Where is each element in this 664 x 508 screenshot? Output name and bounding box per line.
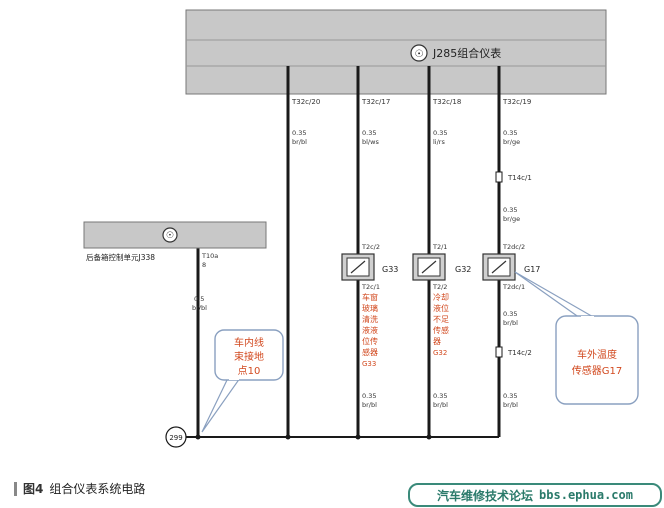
svg-text:br/ge: br/ge xyxy=(503,215,520,223)
watermark-site: bbs.ephua.com xyxy=(539,488,633,502)
svg-text:T2c/2: T2c/2 xyxy=(361,243,380,251)
connector-t14c2 xyxy=(495,346,503,358)
svg-text:G33: G33 xyxy=(362,360,376,368)
svg-text:玻璃: 玻璃 xyxy=(362,303,378,313)
svg-text:T14c/2: T14c/2 xyxy=(507,349,532,357)
pin-label: T32c/18 xyxy=(432,98,461,106)
svg-text:清洗: 清洗 xyxy=(362,314,378,324)
svg-text:T10a: T10a xyxy=(201,252,218,260)
svg-text:传感: 传感 xyxy=(433,325,449,335)
svg-text:车窗: 车窗 xyxy=(362,292,378,302)
pin-label: T32c/20 xyxy=(291,98,320,106)
caption-bar xyxy=(14,481,17,496)
ground-callout-pointer xyxy=(201,377,242,433)
cluster-label: J285组合仪表 xyxy=(432,46,501,60)
cluster-panel xyxy=(185,9,607,95)
svg-text:0.35: 0.35 xyxy=(503,392,517,400)
g17-callout-pointer xyxy=(514,271,598,319)
svg-text:li/rs: li/rs xyxy=(433,138,445,146)
svg-text:感器: 感器 xyxy=(362,347,378,357)
svg-text:不足: 不足 xyxy=(433,315,449,324)
figure-title: 组合仪表系统电路 xyxy=(49,482,146,496)
ground-point xyxy=(165,426,187,448)
svg-text:T2c/1: T2c/1 xyxy=(361,283,380,291)
svg-text:br/bl: br/bl xyxy=(362,401,377,409)
svg-text:0.5: 0.5 xyxy=(194,295,204,303)
svg-text:8: 8 xyxy=(202,261,206,269)
svg-text:束接地: 束接地 xyxy=(234,350,264,363)
figure-number: 图4 xyxy=(23,482,44,496)
svg-text:br/bl: br/bl xyxy=(433,401,448,409)
svg-text:T14c/1: T14c/1 xyxy=(507,174,532,182)
svg-text:br/ge: br/ge xyxy=(503,138,520,146)
watermark-text: 汽车维修技术论坛 xyxy=(437,488,534,503)
svg-text:br/bl: br/bl xyxy=(292,138,307,146)
svg-text:T2dc/1: T2dc/1 xyxy=(502,283,525,291)
svg-text:0.35: 0.35 xyxy=(362,392,376,400)
sensor-g17-name: G17 xyxy=(524,265,540,274)
svg-text:0.35: 0.35 xyxy=(503,206,517,214)
ground-callout xyxy=(214,329,284,381)
sensor-g32-name: G32 xyxy=(455,265,471,274)
svg-text:0.35: 0.35 xyxy=(503,129,517,137)
svg-text:液液: 液液 xyxy=(362,325,378,335)
cluster-module-icon xyxy=(410,44,428,62)
svg-text:br/bl: br/bl xyxy=(503,319,518,327)
svg-text:bl/ws: bl/ws xyxy=(362,138,379,146)
svg-text:0.35: 0.35 xyxy=(292,129,306,137)
ecu-label: 后备箱控制单元J338 xyxy=(86,252,155,262)
svg-text:车内线: 车内线 xyxy=(234,336,264,349)
svg-text:☉: ☉ xyxy=(166,231,174,241)
svg-text:冷却: 冷却 xyxy=(433,292,449,302)
ground-point-label: 299 xyxy=(169,434,182,442)
svg-text:0.35: 0.35 xyxy=(503,310,517,318)
svg-text:T2dc/2: T2dc/2 xyxy=(502,243,525,251)
connector-t14c1 xyxy=(495,171,503,183)
svg-text:☉: ☉ xyxy=(415,49,424,60)
sensor-g33-name: G33 xyxy=(382,265,398,274)
svg-text:器: 器 xyxy=(433,337,441,346)
svg-text:点10: 点10 xyxy=(238,365,261,377)
svg-text:T2/1: T2/1 xyxy=(432,243,447,251)
svg-text:传感器G17: 传感器G17 xyxy=(572,364,622,377)
pin-label: T32c/19 xyxy=(502,98,531,106)
svg-text:位传: 位传 xyxy=(362,336,378,346)
ecu-module-icon xyxy=(162,227,178,243)
svg-text:br/bl: br/bl xyxy=(192,304,207,312)
svg-text:车外温度: 车外温度 xyxy=(577,348,617,361)
svg-text:0.35: 0.35 xyxy=(433,392,447,400)
figure-caption: 图4 组合仪表系统电路 xyxy=(14,480,145,497)
svg-text:液位: 液位 xyxy=(433,303,449,313)
svg-text:G32: G32 xyxy=(433,349,447,357)
svg-text:br/bl: br/bl xyxy=(503,401,518,409)
svg-text:T2/2: T2/2 xyxy=(432,283,447,291)
pin-label: T32c/17 xyxy=(361,98,390,106)
watermark: 汽车维修技术论坛 bbs.ephua.com xyxy=(408,483,662,507)
g17-callout xyxy=(555,315,639,405)
svg-text:0.35: 0.35 xyxy=(433,129,447,137)
svg-text:0.35: 0.35 xyxy=(362,129,376,137)
